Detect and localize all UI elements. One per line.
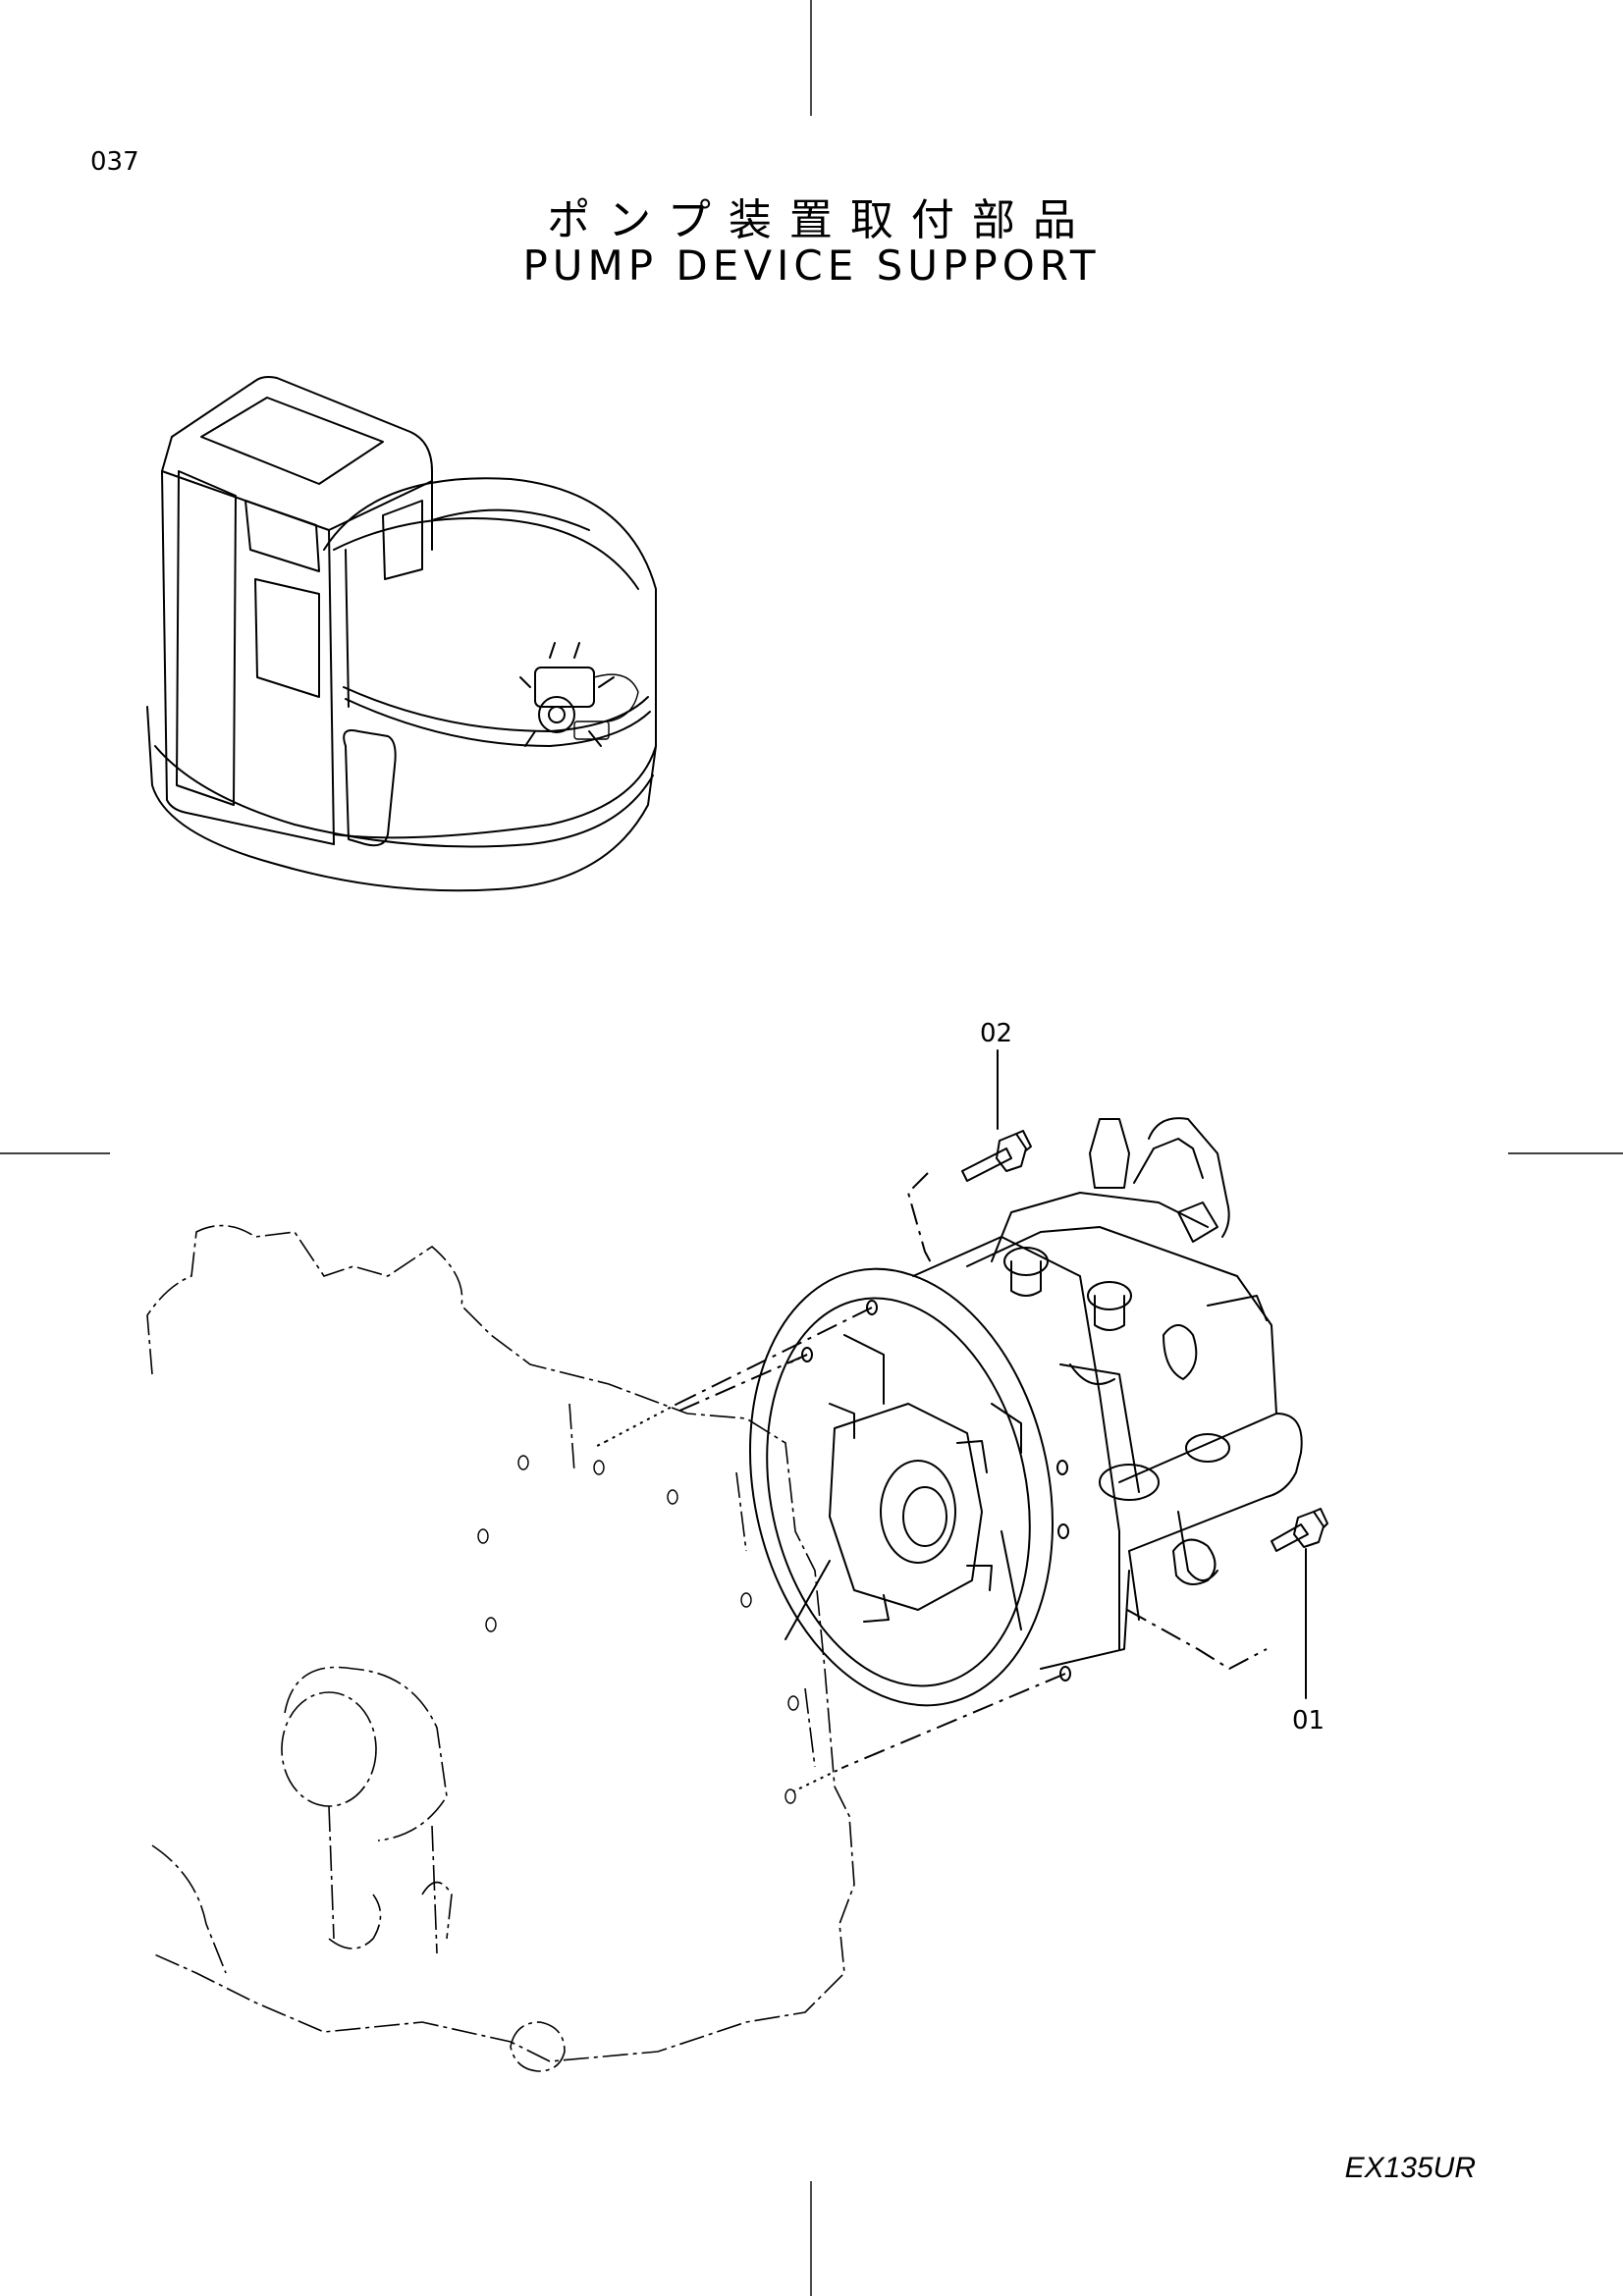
engine-phantom-outline <box>146 1224 855 2072</box>
assembly-centre-lines <box>592 1172 1268 1792</box>
excavator-overview-illustration <box>146 376 657 892</box>
bolt-02-illustration <box>961 1049 1032 1182</box>
callout-01[interactable]: 01 <box>1292 1706 1325 1735</box>
page-number: 037 <box>90 147 139 177</box>
model-code: EX135UR <box>1344 2152 1476 2184</box>
page-title-japanese: ポンプ装置取付部品 <box>547 195 1094 245</box>
bolt-01-illustration <box>1271 1508 1328 1699</box>
engine-bolt-holes <box>477 1455 799 1804</box>
pump-location-highlight <box>519 642 639 747</box>
callout-02[interactable]: 02 <box>980 1019 1013 1048</box>
page-title-english: PUMP DEVICE SUPPORT <box>522 241 1101 290</box>
hydraulic-pump-illustration <box>749 1117 1303 1707</box>
